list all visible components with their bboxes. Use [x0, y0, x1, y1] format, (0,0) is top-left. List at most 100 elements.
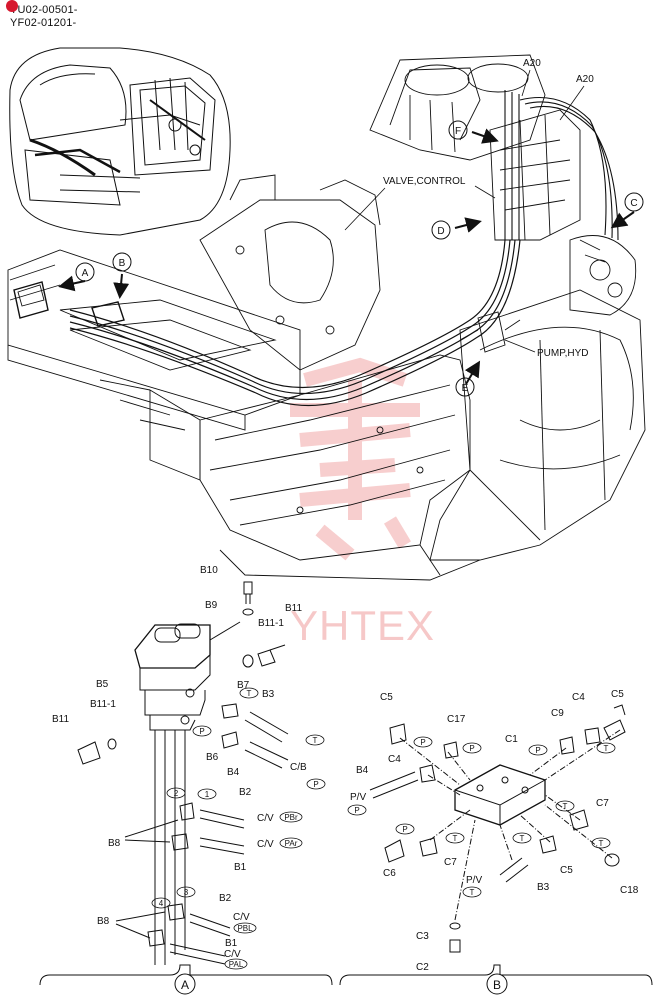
overview-callout-letters: A B C D E F — [82, 126, 638, 394]
model-code-1-text: YU02-00501- — [10, 4, 78, 16]
part-b3: B3 — [262, 689, 275, 700]
label-cv-pbr: C/V — [257, 813, 274, 824]
arrow-e — [464, 360, 481, 385]
part-c7-mid: C7 — [444, 857, 457, 868]
callout-d-letter: D — [437, 226, 444, 237]
label-a20-right: A20 — [576, 74, 594, 85]
machine-frame — [7, 54, 646, 581]
port-b-p4: P — [354, 806, 359, 815]
callout-c-letter: C — [630, 198, 637, 209]
part-b1-bottom: B1 — [225, 938, 238, 949]
label-cv-pal: C/V — [224, 949, 241, 960]
callout-b-circle — [112, 252, 132, 272]
port-t2: T — [313, 736, 318, 745]
arrow-c — [610, 211, 635, 229]
part-b4: B4 — [227, 767, 240, 778]
port-number-3: 3 — [184, 888, 189, 897]
part-b10: B10 — [200, 565, 218, 576]
detail-a-port-bubbles — [151, 687, 326, 970]
port-b-p5: P — [402, 825, 407, 834]
part-c6: C6 — [383, 868, 396, 879]
model-code-2: YF02-01201- — [10, 17, 77, 29]
part-b11-left: B11 — [52, 714, 69, 725]
port-b-t5: T — [599, 839, 604, 848]
port-number-4: 4 — [159, 899, 164, 908]
port-pal: PAL — [229, 960, 244, 969]
port-p1: P — [199, 727, 204, 736]
part-b4: B4 — [356, 765, 369, 776]
port-b-t2: T — [453, 834, 458, 843]
part-b8-top: B8 — [108, 838, 121, 849]
label-valve-control: VALVE,CONTROL — [383, 176, 466, 187]
port-b-t3: T — [563, 802, 568, 811]
arrow-d — [454, 217, 482, 233]
port-b-t6: T — [470, 888, 475, 897]
label-pv-left: P/V — [350, 792, 366, 803]
label-cv-pbl: C/V — [233, 912, 250, 923]
overview-leaders — [344, 69, 585, 353]
part-b11-1-top: B11-1 — [258, 618, 284, 629]
part-c4-left: C4 — [388, 754, 401, 765]
model-code-1: YU02-00501- — [6, 0, 78, 16]
part-c5-br: C5 — [560, 865, 573, 876]
arrow-b — [113, 273, 130, 299]
detail-b-port-bubbles — [347, 736, 616, 898]
part-c17: C17 — [447, 714, 466, 725]
label-a20-left: A20 — [523, 58, 541, 69]
part-b5: B5 — [96, 679, 109, 690]
part-b2-bottom: B2 — [219, 893, 232, 904]
overview-labels: A20 A20 VALVE,CONTROL PUMP,HYD — [383, 58, 594, 359]
callout-d-circle — [431, 220, 451, 240]
callout-a-letter: A — [82, 268, 89, 279]
part-b3: B3 — [537, 882, 550, 893]
part-b9: B9 — [205, 600, 218, 611]
port-b-p1: P — [420, 738, 425, 747]
port-t1: T — [247, 689, 252, 698]
detail-b-letter: B — [493, 978, 501, 992]
part-b7: B7 — [237, 680, 250, 691]
callout-f-circle — [448, 120, 468, 140]
part-b11-1-left: B11-1 — [90, 699, 116, 710]
detail-a-labels: B10 B9 B11 B11-1 B5 B7 B3 B11 B11-1 B6 B… — [52, 565, 307, 960]
label-pump-hyd: PUMP,HYD — [537, 348, 589, 359]
arrow-a — [58, 275, 86, 292]
watermark: YHTEX — [290, 357, 435, 649]
port-b-t1: T — [604, 744, 609, 753]
label-cb: C/B — [290, 762, 307, 773]
watermark-logo — [290, 357, 420, 561]
callout-c-circle — [624, 192, 644, 212]
port-pbl: PBL — [237, 924, 253, 933]
part-c5-tr: C5 — [611, 689, 624, 700]
port-number-1: 1 — [205, 790, 210, 799]
overview-callouts — [75, 120, 644, 397]
part-c4-tr: C4 — [572, 692, 585, 703]
overview-arrows — [58, 128, 635, 385]
part-c2: C2 — [416, 962, 429, 973]
callout-e-letter: E — [462, 383, 469, 394]
part-b6: B6 — [206, 752, 219, 763]
detail-b-ports: P P P T P P T T T T T — [354, 738, 608, 897]
part-b11-top: B11 — [285, 603, 302, 614]
detail-b-labels: C5 C17 C1 C9 C4 C5 C4 B4 P/V C7 C6 C7 C5… — [350, 689, 639, 973]
detail-a-drawing — [39, 581, 333, 986]
label-cv-par: C/V — [257, 839, 274, 850]
port-b-p3: P — [535, 746, 540, 755]
port-b-p2: P — [469, 744, 474, 753]
callout-b-letter: B — [119, 258, 126, 269]
callout-f-letter: F — [455, 126, 461, 137]
watermark-text: YHTEX — [290, 602, 435, 649]
part-c7-right: C7 — [596, 798, 609, 809]
cab-inset — [9, 47, 231, 236]
detail-b-circle — [486, 973, 508, 995]
detail-a-circle — [174, 973, 196, 995]
port-number-2: 2 — [174, 789, 179, 798]
detail-a-ports: 2 1 4 3 T P T P PBr PAr PBL PAL — [159, 689, 319, 969]
detail-a-letter: A — [181, 978, 189, 992]
callout-e-circle — [455, 377, 475, 397]
label-pv-bottom: P/V — [466, 875, 482, 886]
part-c9: C9 — [551, 708, 564, 719]
part-c5-tl: C5 — [380, 692, 393, 703]
red-dot-marker — [6, 0, 18, 12]
part-c18: C18 — [620, 885, 639, 896]
callout-a-circle — [75, 262, 95, 282]
